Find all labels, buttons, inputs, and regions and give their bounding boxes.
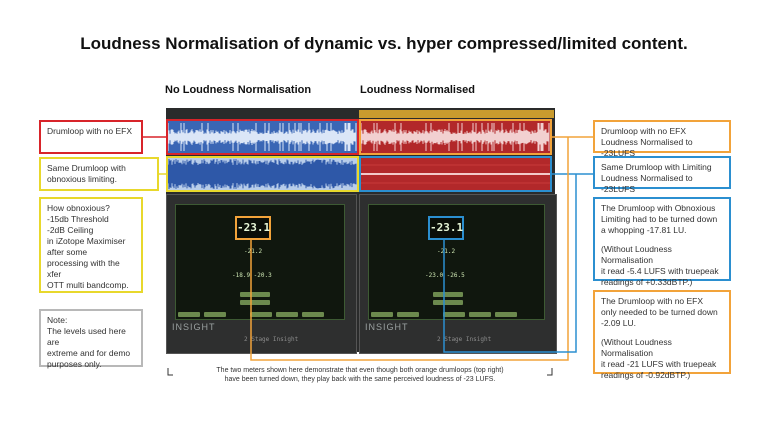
note-drumloop-no-efx: Drumloop with no EFX (39, 120, 143, 154)
loudness-readout-left: -23.1 (235, 216, 271, 240)
short-term-readout-right: -21.2 (437, 248, 456, 255)
note-line: Note: (47, 315, 68, 325)
tab-button-left[interactable] (276, 312, 298, 317)
note-line: readings of -0.92dBTP.) (601, 370, 691, 380)
note-line: (Without Loudness Normalisation (601, 337, 672, 358)
note-line: purposes only. (47, 359, 102, 369)
note-line: only needed to be turned down (601, 307, 718, 317)
note-levels-demo: Note: The levels used here are extreme a… (39, 309, 143, 369)
header-no-normalisation: No Loudness Normalisation (165, 84, 312, 96)
insight-logo-right: INSIGHT (365, 322, 409, 332)
tab-button-right[interactable] (495, 312, 517, 317)
mode-button-left[interactable] (240, 300, 270, 305)
note-how-obnoxious: How obnoxious? -15db Threshold -2dB Ceil… (39, 197, 143, 293)
note-line: -2dB Ceiling (47, 225, 94, 235)
loudness-readout-right: -23.1 (428, 216, 464, 240)
note-line: Same Drumloop with Limiting (601, 162, 712, 172)
note-line: OTT multi bandcomp. (47, 280, 129, 290)
note-line: The Drumloop with no EFX (601, 296, 704, 306)
reset-button-right[interactable] (433, 292, 463, 297)
note-text: Drumloop with no EFX (47, 126, 133, 136)
tab-button-right[interactable] (443, 312, 465, 317)
mode-button-right[interactable] (433, 300, 463, 305)
header-normalised: Loudness Normalised (360, 84, 475, 96)
plugin-footer-right: 2 Stage Insight (437, 336, 492, 343)
waveform-graphic (168, 123, 357, 151)
note-line: -15db Threshold (47, 214, 109, 224)
plugin-footer-left: 2 Stage Insight (244, 336, 299, 343)
tab-button-left[interactable] (204, 312, 226, 317)
waveform-dynamic-normalised (359, 119, 552, 155)
note-line: a whopping -17.81 LU. (601, 225, 687, 235)
note-line: it read -21 LUFS with truepeak (601, 359, 717, 369)
note-line: The levels used here are (47, 326, 126, 347)
note-normalised-no-efx: Drumloop with no EFX Loudness Normalised… (593, 120, 731, 158)
tab-button-right[interactable] (397, 312, 419, 317)
note-no-efx-turned-down: The Drumloop with no EFX only needed to … (593, 290, 731, 380)
short-term-readout-left: -21.2 (244, 248, 263, 255)
note-line: Loudness Normalised to -23LUFS (601, 137, 693, 158)
waveform-limited-unnormalised (166, 156, 359, 192)
note-line: extreme and for demo (47, 348, 131, 358)
note-line: The Drumloop with Obnoxious (601, 203, 716, 213)
note-text: Same Drumloop with obnoxious limiting. (47, 163, 126, 184)
note-line: Limiting had to be turned down (601, 214, 718, 224)
note-line: processing with the xfer (47, 258, 120, 279)
insight-logo-left: INSIGHT (172, 322, 216, 332)
note-line: readings of +0.33dBTP.) (601, 277, 693, 287)
waveform-graphic (168, 159, 357, 189)
note-line: in iZotope Maximiser (47, 236, 126, 246)
waveform-graphic (361, 123, 550, 151)
note-line: it read -5.4 LUFS with truepeak (601, 266, 719, 276)
tab-button-left[interactable] (250, 312, 272, 317)
reset-button-left[interactable] (240, 292, 270, 297)
tab-button-right[interactable] (469, 312, 491, 317)
note-line: Drumloop with no EFX (601, 126, 687, 136)
tab-button-left[interactable] (178, 312, 200, 317)
note-line: How obnoxious? (47, 203, 110, 213)
range-readout-right: -23.0 -26.5 (425, 272, 465, 279)
tab-button-right[interactable] (371, 312, 393, 317)
note-obnoxious-limiting: Same Drumloop with obnoxious limiting. (39, 157, 159, 191)
waveform-limited-normalised (359, 156, 552, 192)
timeline-ruler (359, 110, 554, 118)
note-limiting-turned-down: The Drumloop with Obnoxious Limiting had… (593, 197, 731, 287)
note-normalised-limiting: Same Drumloop with Limiting Loudness Nor… (593, 156, 731, 194)
waveform-dynamic-unnormalised (166, 119, 359, 155)
waveform-graphic (361, 164, 550, 184)
note-line: Loudness Normalised to -23LUFS (601, 173, 693, 194)
note-line: -2.09 LU. (601, 318, 636, 328)
caption: The two meters shown here demonstrate th… (170, 366, 550, 384)
note-line: (Without Loudness Normalisation (601, 244, 672, 265)
tab-button-left[interactable] (302, 312, 324, 317)
caption-line: The two meters shown here demonstrate th… (216, 367, 504, 374)
page-title: Loudness Normalisation of dynamic vs. hy… (80, 34, 688, 53)
caption-line: have been turned down, they play back wi… (224, 376, 496, 383)
range-readout-left: -18.9 -20.3 (232, 272, 272, 279)
note-line: after some (47, 247, 88, 257)
